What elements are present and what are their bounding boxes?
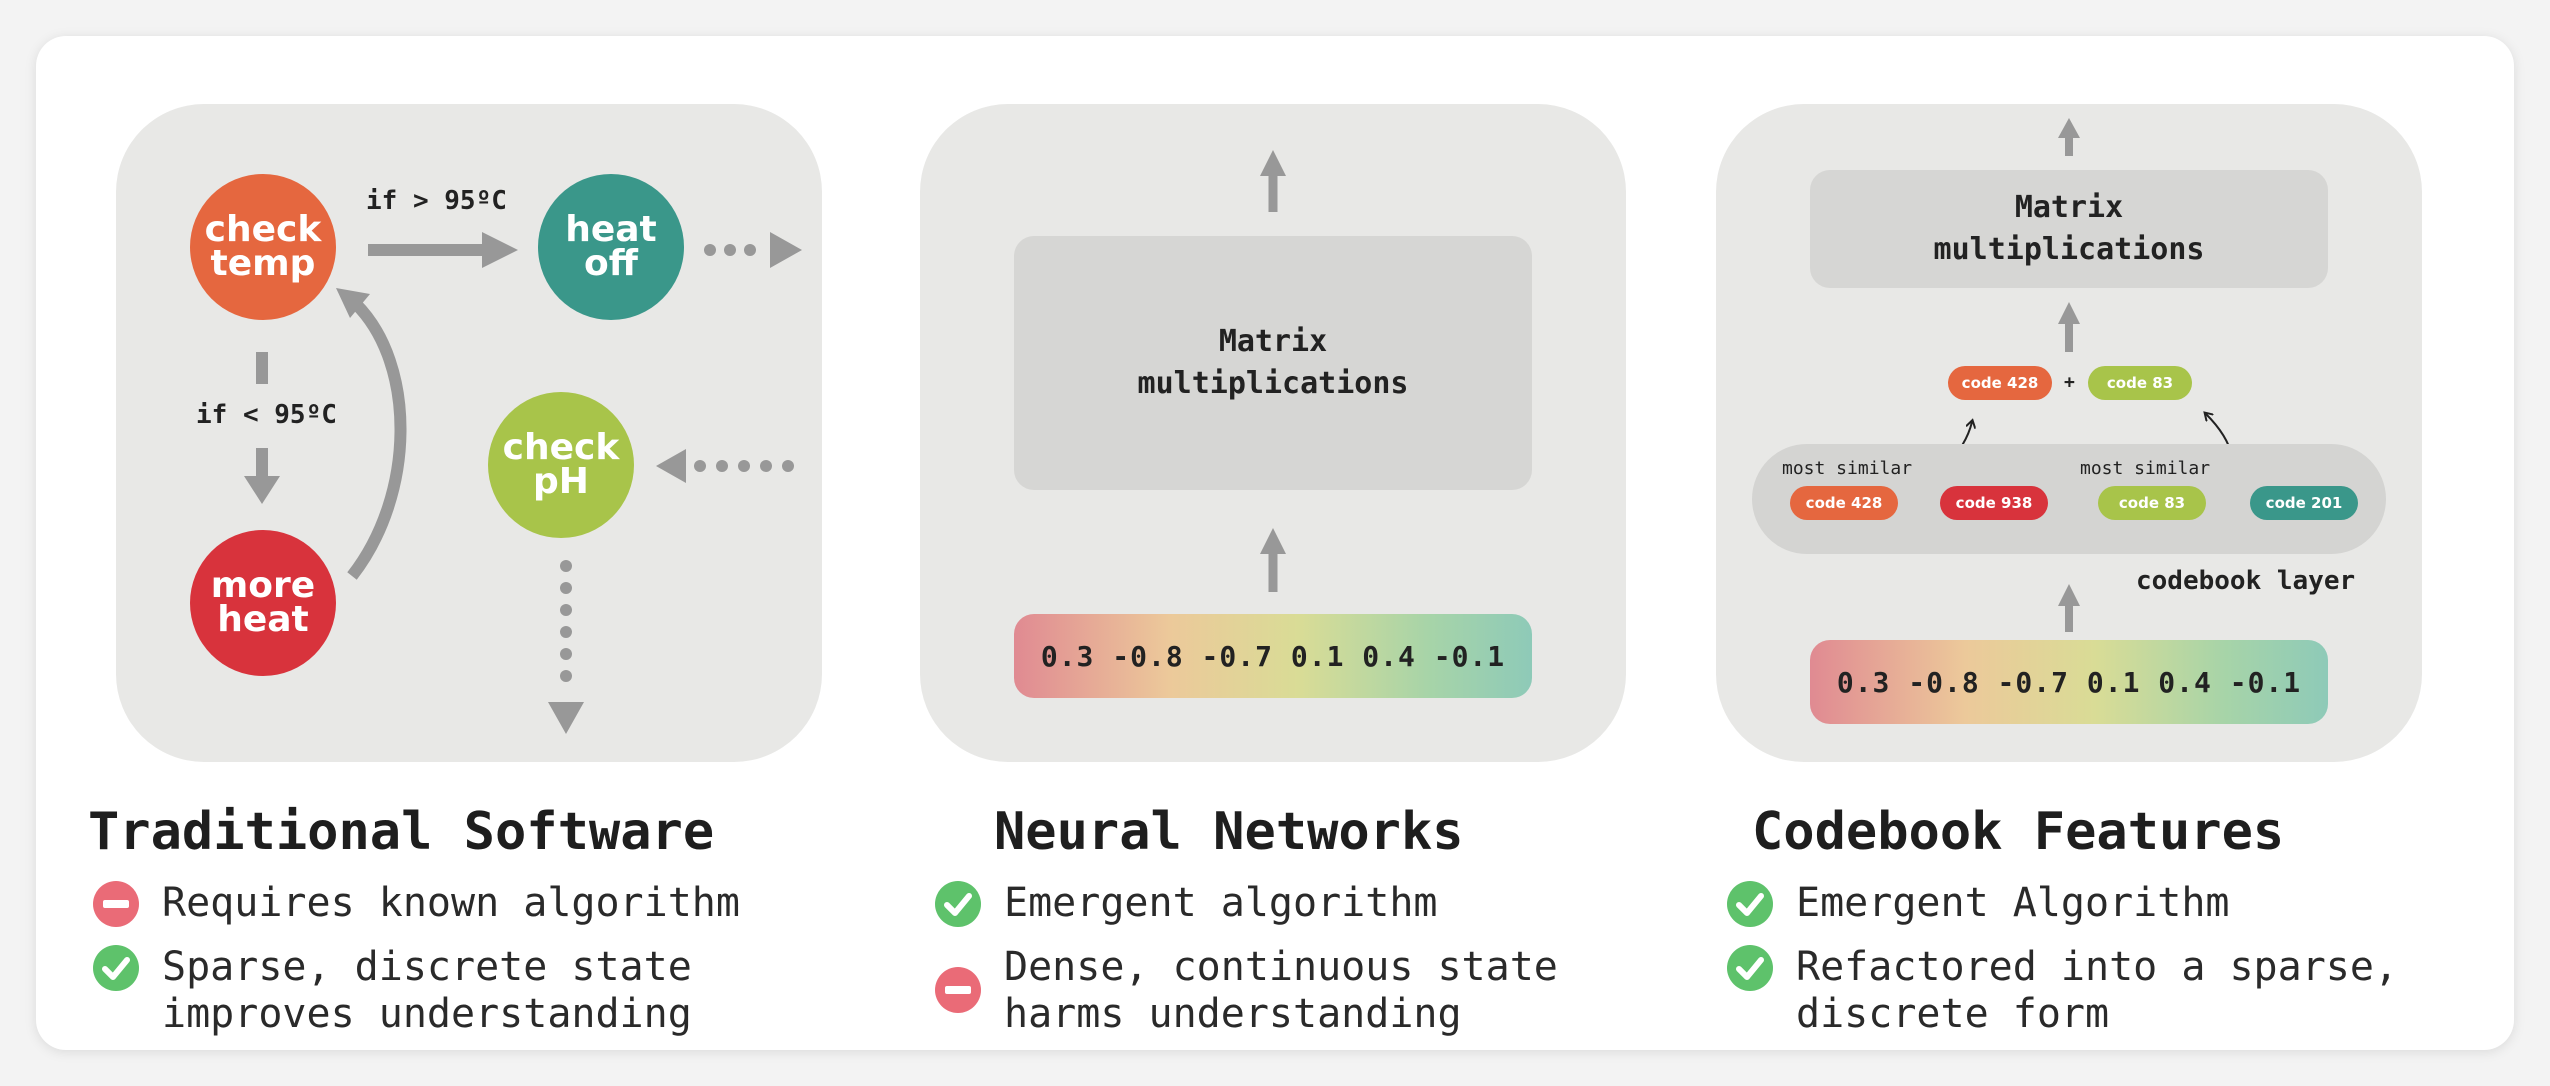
check-icon xyxy=(1727,945,1773,991)
matrix-multiplications-box: Matrix multiplications xyxy=(1810,170,2328,288)
check-temp-node: check temp xyxy=(190,174,336,320)
neural-networks-title: Neural Networks xyxy=(994,802,1464,862)
codebook-code-938: code 938 xyxy=(1940,486,2048,520)
selected-code-83: code 83 xyxy=(2088,366,2192,400)
codebook-code-83: code 83 xyxy=(2098,486,2206,520)
dot xyxy=(560,560,572,572)
arrowhead-mid xyxy=(2058,302,2080,324)
dot xyxy=(560,648,572,660)
arrowhead-bottom xyxy=(2058,584,2080,606)
codebook-features-title: Codebook Features xyxy=(1752,802,2285,862)
activation-vector: 0.3 -0.8 -0.7 0.1 0.4 -0.1 xyxy=(1810,640,2328,724)
codebook-layer-label: codebook layer xyxy=(2136,566,2356,596)
heat-off-node: heat off xyxy=(538,174,684,320)
most-similar-label-right: most similar xyxy=(2080,458,2211,479)
dot xyxy=(724,244,736,256)
dot xyxy=(760,460,772,472)
item-text: Requires known algorithm xyxy=(162,880,740,926)
selected-code-428: code 428 xyxy=(1948,366,2052,400)
traditional-item-2: Sparse, discrete state improves understa… xyxy=(92,944,692,1038)
check-icon xyxy=(1727,881,1773,927)
item-text: Emergent algorithm xyxy=(1004,880,1438,926)
dot xyxy=(744,244,756,256)
item-text: Dense, continuous state harms understand… xyxy=(1004,944,1558,1037)
item-text: Refactored into a sparse, discrete form xyxy=(1796,944,2399,1037)
dot xyxy=(738,460,750,472)
arrowhead-down xyxy=(244,476,280,504)
arrowhead-dotted-left xyxy=(656,449,686,483)
dot xyxy=(560,626,572,638)
check-icon xyxy=(93,945,139,991)
dot xyxy=(560,604,572,616)
plus-sign: + xyxy=(2064,372,2075,393)
item-text: Sparse, discrete state improves understa… xyxy=(162,944,692,1037)
condition-greater-label: if > 95ºC xyxy=(366,186,507,216)
check-ph-node: check pH xyxy=(488,392,634,538)
dot xyxy=(560,670,572,682)
arrowhead-dotted-right xyxy=(770,232,802,268)
codebook-item-2: Refactored into a sparse, discrete form xyxy=(1726,944,2398,1038)
neural-item-2: Dense, continuous state harms understand… xyxy=(934,944,1558,1038)
item-text: Emergent Algorithm xyxy=(1796,880,2230,926)
codebook-features-panel: Matrix multiplications code 428 + code 8… xyxy=(1716,104,2422,762)
arrowhead-dotted-down xyxy=(548,702,584,734)
minus-icon xyxy=(93,881,139,927)
traditional-software-title: Traditional Software xyxy=(88,802,715,862)
arrowhead-top xyxy=(2058,118,2080,138)
arrowhead-input xyxy=(1260,528,1286,554)
traditional-software-panel: check temp heat off check pH more heat i… xyxy=(116,104,822,762)
codebook-code-201: code 201 xyxy=(2250,486,2358,520)
arrowhead-output xyxy=(1260,150,1286,176)
codebook-item-1: Emergent Algorithm xyxy=(1726,880,2229,928)
neural-networks-panel: Matrix multiplications 0.3 -0.8 -0.7 0.1… xyxy=(920,104,1626,762)
most-similar-label-left: most similar xyxy=(1782,458,1913,479)
activation-vector: 0.3 -0.8 -0.7 0.1 0.4 -0.1 xyxy=(1014,614,1532,698)
matrix-multiplications-box: Matrix multiplications xyxy=(1014,236,1532,490)
more-heat-node: more heat xyxy=(190,530,336,676)
arrowhead-curve xyxy=(336,288,370,318)
codebook-code-428: code 428 xyxy=(1790,486,1898,520)
neural-item-1: Emergent algorithm xyxy=(934,880,1437,928)
dot xyxy=(694,460,706,472)
arrowhead-heat-off xyxy=(482,232,518,268)
dot xyxy=(716,460,728,472)
figure-card: check temp heat off check pH more heat i… xyxy=(36,36,2514,1050)
curved-arrow-back xyxy=(347,299,407,580)
minus-icon xyxy=(935,967,981,1013)
condition-less-label: if < 95ºC xyxy=(196,400,337,430)
traditional-item-1: Requires known algorithm xyxy=(92,880,740,928)
dot xyxy=(704,244,716,256)
dot xyxy=(782,460,794,472)
dot xyxy=(560,582,572,594)
check-icon xyxy=(935,881,981,927)
